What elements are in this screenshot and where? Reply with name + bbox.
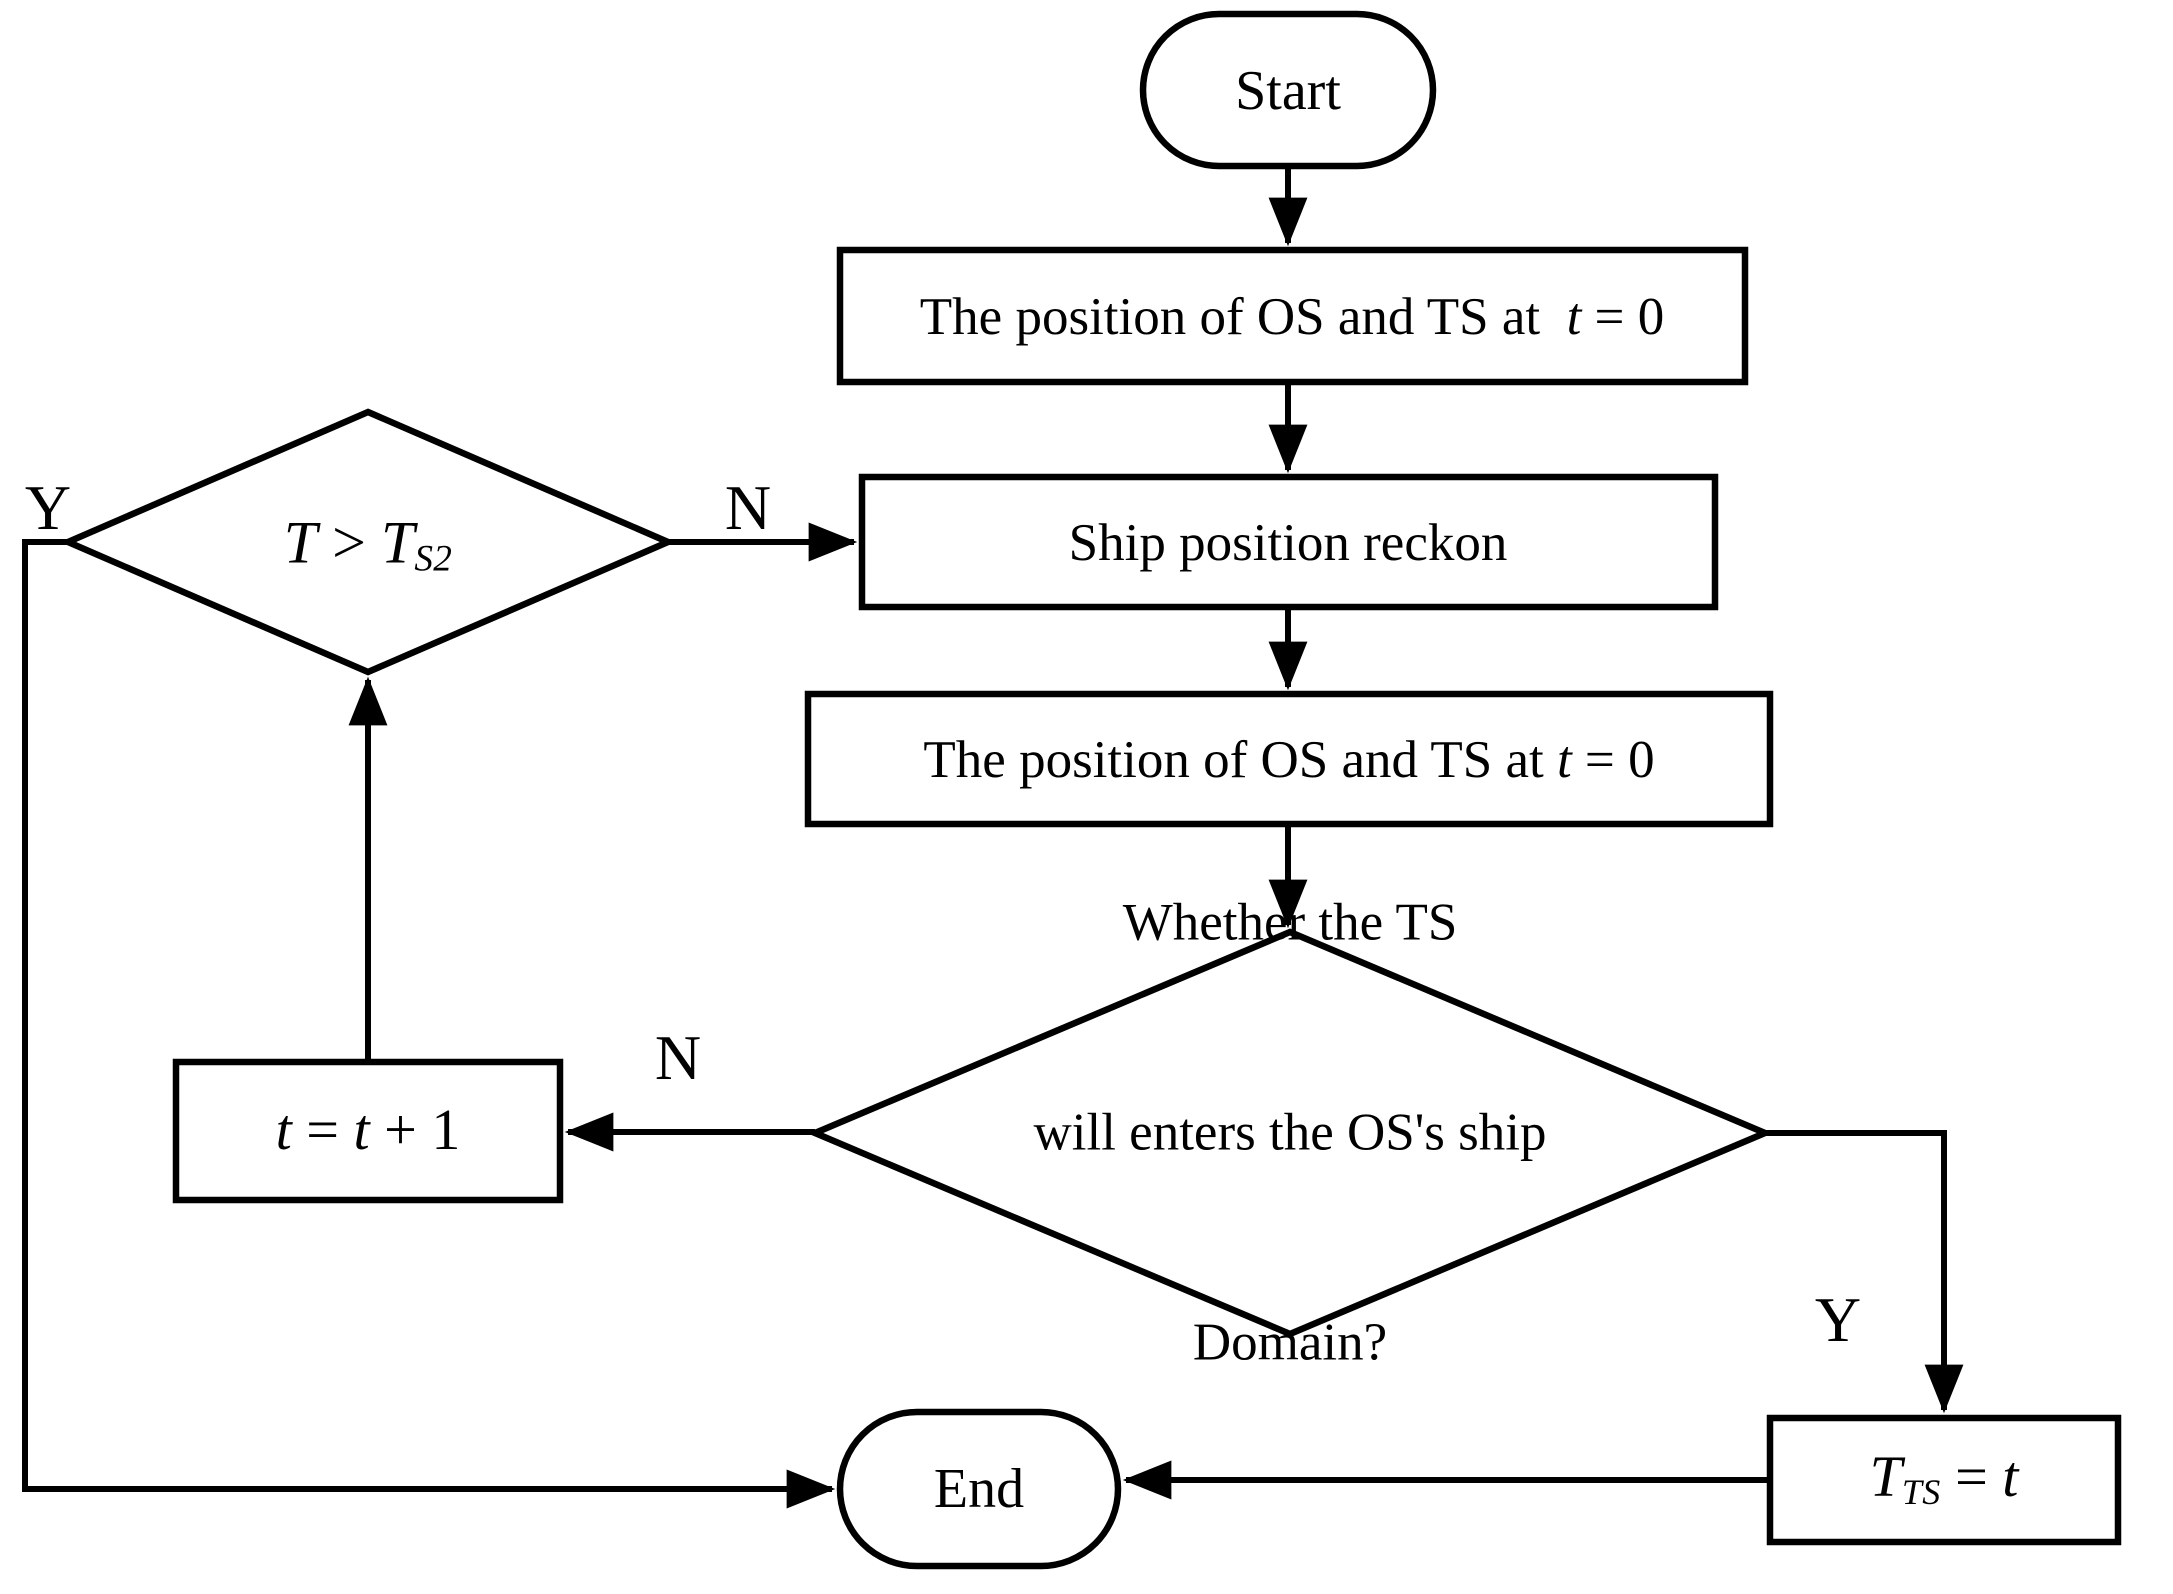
increment-time-shape (172, 1058, 564, 1204)
edge-label-time-limit-no: N (724, 472, 772, 543)
plus-one-term: + 1 (369, 1096, 461, 1162)
ship-domain-decision-shape (806, 928, 1774, 1338)
ship-position-reckon-shape (858, 473, 1719, 611)
math-variable-T: T (380, 509, 415, 576)
start-label: Start (1235, 60, 1341, 122)
math-variable-t: t (1566, 287, 1582, 346)
position-update-shape (804, 690, 1774, 828)
math-variable-t: t (1556, 730, 1572, 789)
initial-position-label: The position of OS and TS at t = 0 (920, 284, 1664, 350)
edge-domain-yes (1765, 1130, 1964, 1414)
ship-domain-decision-label: Whether the TS will enters the OS's ship… (1033, 748, 1546, 1517)
time-limit-decision-label: T > TS2 (284, 506, 453, 581)
equals-operator: = (291, 1096, 354, 1162)
edge-label-ship-domain-no: N (654, 1022, 702, 1093)
math-variable-t: t (275, 1096, 292, 1162)
set-tts-label: TTS = t (1870, 1441, 2019, 1514)
equals-operator: = (1940, 1443, 2003, 1509)
time-limit-decision-shape (59, 408, 677, 676)
node-shapes (59, 10, 2122, 1570)
position-update-suffix: = 0 (1571, 730, 1655, 789)
position-update-label: The position of OS and TS at t = 0 (923, 727, 1654, 793)
position-update-prefix: The position of OS and TS at (923, 730, 1557, 789)
end-terminator-shape (836, 1408, 1122, 1570)
edge-time-limit-yes (22, 539, 836, 1509)
edge-label-time-limit-yes: Y (24, 472, 72, 543)
ship-domain-decision-line-1: Whether the TS (1122, 893, 1458, 952)
subscript-S2: S2 (414, 538, 453, 580)
subscript-TS: TS (1901, 1471, 1941, 1512)
start-terminator-shape (1139, 10, 1437, 170)
math-variable-t: t (353, 1096, 370, 1162)
edge-label-ship-domain-yes: Y (1814, 1284, 1862, 1355)
initial-position-prefix: The position of OS and TS at (919, 287, 1567, 346)
greater-than-operator: > (317, 509, 381, 576)
increment-time-label: t = t + 1 (276, 1094, 461, 1167)
set-tts-shape (1766, 1414, 2122, 1546)
ship-domain-decision-line-2: will enters the OS's ship (1033, 1103, 1547, 1162)
initial-position-suffix: = 0 (1581, 287, 1665, 346)
math-variable-T: T (1869, 1443, 1902, 1509)
ship-position-reckon-label: Ship position reckon (1068, 513, 1508, 572)
end-label: End (933, 1458, 1025, 1520)
initial-position-shape (836, 246, 1749, 386)
math-variable-T: T (283, 509, 318, 576)
flow-edges (22, 166, 1964, 1509)
ship-domain-decision-line-3: Domain? (1192, 1312, 1388, 1371)
math-variable-t: t (2002, 1443, 2019, 1509)
